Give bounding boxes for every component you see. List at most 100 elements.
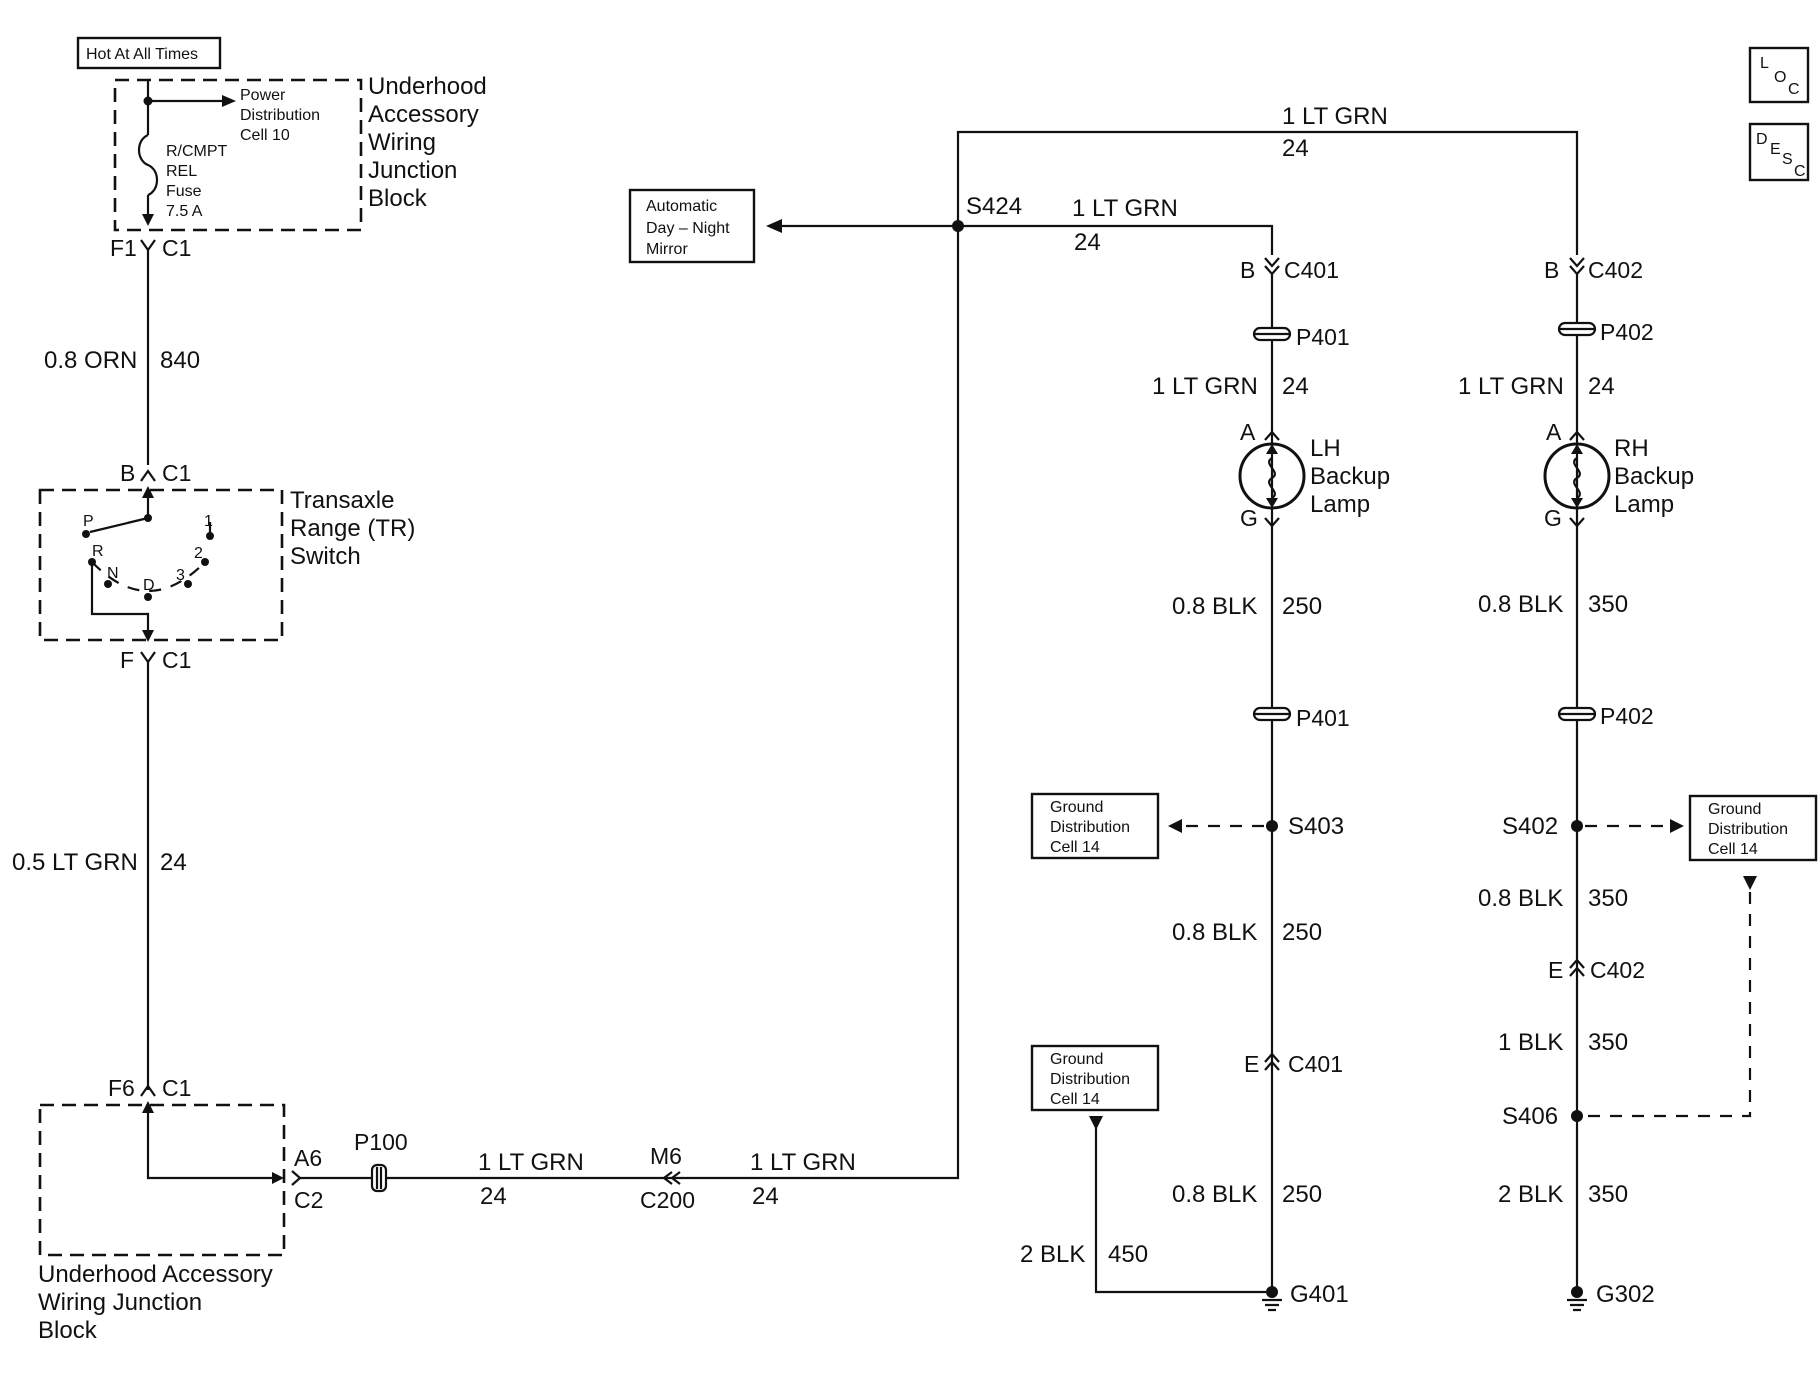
s424-to-lh-wire [958, 224, 1274, 255]
lh-g401-ground-icon [1262, 1286, 1282, 1312]
c2-conn: C2 [294, 1187, 323, 1213]
power-dist-line-3: Cell 10 [240, 127, 290, 144]
fuse-block-title-line-4: Junction [368, 157, 457, 184]
lh-blk2-circuit: 250 [1282, 919, 1322, 946]
rh-ground-dist-line-3: Cell 14 [1708, 841, 1758, 858]
rh-p402-bottom-icon [1557, 706, 1597, 722]
rh-g302-ground-icon [1567, 1286, 1587, 1312]
fuse-label-line-1: R/CMPT [166, 143, 228, 160]
a6-connector-icon [291, 1170, 302, 1186]
hot-at-all-times-box: Hot At All Times [76, 36, 222, 70]
tr-d-contact [144, 593, 152, 601]
top-run-circuit: 24 [1282, 135, 1309, 162]
p100-label: P100 [354, 1129, 408, 1155]
fuse-block-title: Underhood Accessory Wiring Junction Bloc… [368, 73, 487, 212]
lh-ground-dist-line-1: Ground [1050, 799, 1103, 816]
rh-c402-e-pin: E [1548, 957, 1563, 983]
tr-bot-conn: C1 [162, 647, 191, 673]
s424-gauge: 1 LT GRN [1072, 195, 1178, 222]
tr-pos-1: 1 [204, 513, 213, 530]
tr-bot-pin: F [120, 647, 134, 673]
loc-icon-c: C [1788, 81, 1800, 98]
tr-switch-outline [38, 488, 284, 642]
rh-s402-splice-dot [1571, 820, 1583, 832]
rh-pin-a: A [1546, 419, 1562, 445]
hot-at-all-times-label: Hot At All Times [86, 46, 198, 63]
desc-icon-d: D [1756, 131, 1768, 148]
bottom-run-circuit-a: 24 [480, 1183, 507, 1210]
bottom-run-gauge-b: 1 LT GRN [750, 1149, 856, 1176]
lh-ground-dist2-line-2: Distribution [1050, 1071, 1130, 1088]
lh-circuit: B C401 P401 1 LT GRN 24 A LH Backup Lamp… [1020, 257, 1390, 1312]
rh-s406-splice-dot [1571, 1110, 1583, 1122]
tr-in-arrow-icon [142, 486, 154, 498]
f1-pin-label: F1 [110, 235, 137, 261]
tr-switch-title: Transaxle Range (TR) Switch [290, 487, 415, 570]
fuse-junction-block-outline [113, 78, 363, 232]
lh-c401-e-label: C401 [1288, 1051, 1343, 1077]
lh-ground-dist-line-2: Distribution [1050, 819, 1130, 836]
tr-top-pin: B [120, 460, 135, 486]
lh-s403-splice-dot [1266, 820, 1278, 832]
mirror-label-line-2: Day – Night [646, 220, 730, 237]
lh-lamp-line-1: LH [1310, 435, 1341, 462]
rh-blk3-gauge: 1 BLK [1498, 1029, 1563, 1056]
lh-p401-top-label: P401 [1296, 324, 1350, 350]
power-dist-line-2: Distribution [240, 107, 320, 124]
tr-top-conn: C1 [162, 460, 191, 486]
rh-blk2-gauge: 0.8 BLK [1478, 885, 1563, 912]
tr-top-connector-icon [140, 469, 156, 482]
wire-24-bottom-run [300, 130, 1579, 1180]
tr-out-arrow-icon [142, 630, 154, 642]
lh-p401-bottom-icon [1252, 706, 1292, 722]
loc-icon[interactable]: L O C [1748, 46, 1810, 104]
tr-bot-connector-icon [140, 651, 156, 664]
lh-ground-dist-box: Ground Distribution Cell 14 [1030, 792, 1160, 860]
lh-backup-bulb-icon [1238, 442, 1306, 510]
rh-c402-connector-icon [1569, 257, 1585, 276]
rh-c402-pin: B [1544, 257, 1559, 283]
lh-blk4-circuit: 450 [1108, 1241, 1148, 1268]
fuse-label-line-3: Fuse [166, 183, 202, 200]
tr-title-line-3: Switch [290, 543, 361, 570]
wire-24-left-gauge: 0.5 LT GRN [12, 849, 138, 876]
rh-circuit: B C402 P402 1 LT GRN 24 A RH Backup Lamp… [1458, 257, 1818, 1312]
lower-block-title-line-1: Underhood Accessory [38, 1261, 273, 1288]
rh-blk4-circuit: 350 [1588, 1181, 1628, 1208]
lh-blk3-gauge: 0.8 BLK [1172, 1181, 1257, 1208]
rh-lamp-line-1: RH [1614, 435, 1649, 462]
power-distribution-label: Power Distribution Cell 10 [240, 87, 320, 144]
lower-block-title-line-2: Wiring Junction [38, 1289, 202, 1316]
rh-p402-top-label: P402 [1600, 319, 1654, 345]
lh-blk2-gauge: 0.8 BLK [1172, 919, 1257, 946]
rh-pin-g: G [1544, 505, 1562, 531]
rh-c402-e-connector-icon [1569, 958, 1585, 977]
fuse-block-title-line-3: Wiring [368, 129, 436, 156]
rh-ground-dist-arrow-icon [1670, 819, 1684, 833]
c1-conn-label-top: C1 [162, 235, 191, 261]
lh-circuit-num: 24 [1282, 373, 1309, 400]
tr-pos-r: R [92, 543, 104, 560]
lh-ground-dist-line-3: Cell 14 [1050, 839, 1100, 856]
rh-circuit-num: 24 [1588, 373, 1615, 400]
lh-ground-dist2-line-3: Cell 14 [1050, 1091, 1100, 1108]
wire-840-gauge: 0.8 ORN [44, 347, 137, 374]
lh-blk1-circuit: 250 [1282, 593, 1322, 620]
f6-conn: C1 [162, 1075, 191, 1101]
c200-connector-icon [662, 1171, 681, 1185]
rh-blk1-gauge: 0.8 BLK [1478, 591, 1563, 618]
rh-gauge: 1 LT GRN [1458, 373, 1564, 400]
power-dist-arrow-icon [222, 95, 236, 107]
lh-s403-label: S403 [1288, 813, 1344, 840]
tr-contact-arc [91, 561, 206, 592]
lower-junction-block-outline [38, 1103, 286, 1257]
desc-icon-s: S [1782, 151, 1793, 168]
lh-gauge: 1 LT GRN [1152, 373, 1258, 400]
desc-icon[interactable]: D E S C [1748, 122, 1810, 182]
mirror-label-line-3: Mirror [646, 241, 688, 258]
rh-c402-e-label: C402 [1590, 957, 1645, 983]
lh-c401-connector-icon [1264, 257, 1280, 276]
rh-s406-dist-link [1585, 892, 1752, 1118]
lh-c401-e-pin: E [1244, 1051, 1259, 1077]
